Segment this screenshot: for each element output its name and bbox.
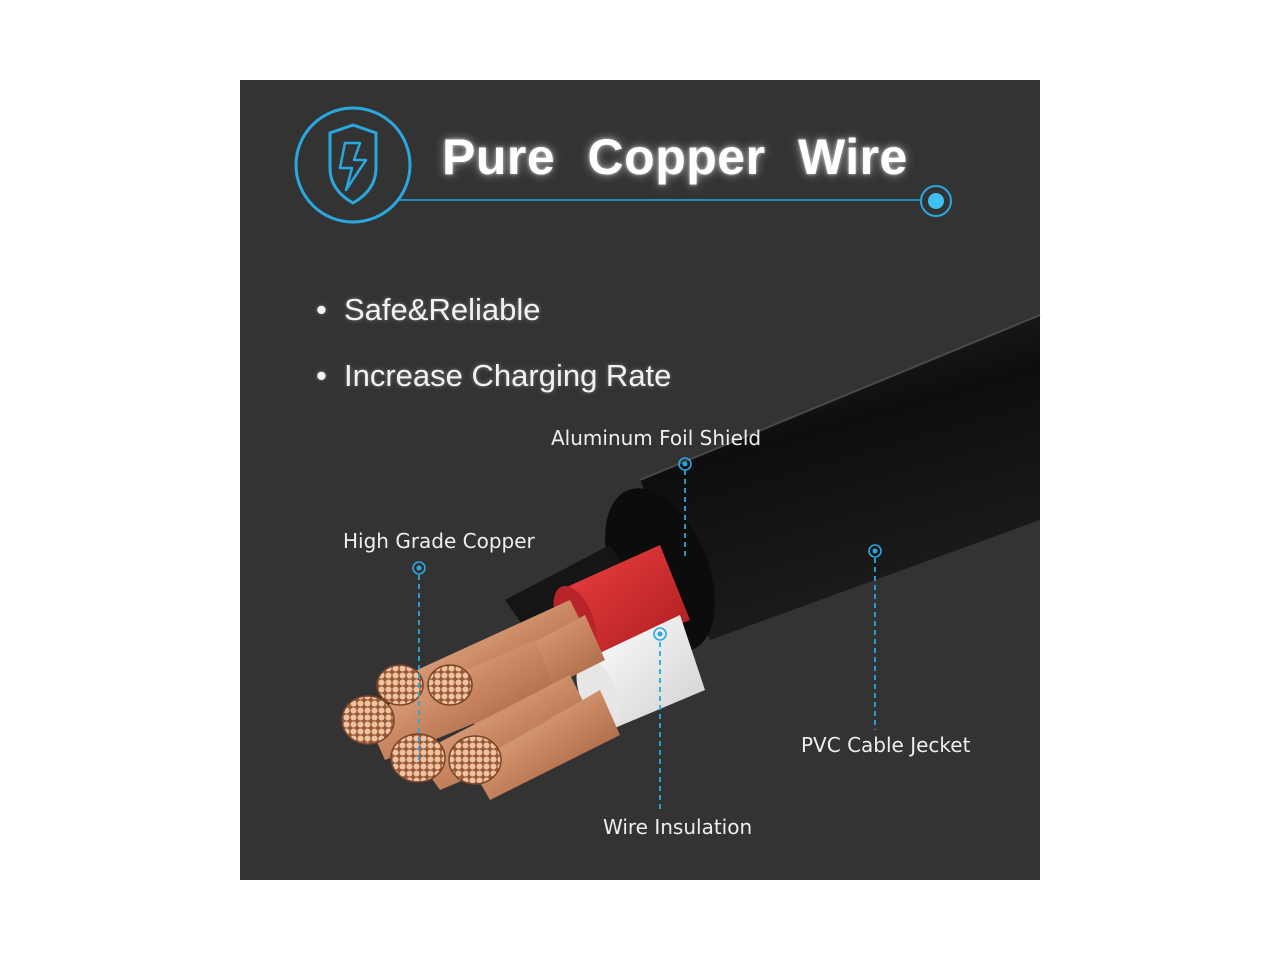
shield-lightning-icon: [294, 106, 412, 224]
bullet-icon: •: [316, 292, 327, 327]
callout-markers: [412, 457, 882, 641]
callout-copper-label: High Grade Copper: [343, 529, 535, 553]
bullet-icon: •: [316, 358, 327, 393]
headline-endpoint-dot: [920, 185, 952, 217]
callout-leaders: [418, 470, 876, 812]
feature-item: • Increase Charging Rate: [316, 358, 671, 394]
callout-insulation-label: Wire Insulation: [603, 815, 753, 839]
feature-text: Increase Charging Rate: [344, 358, 672, 393]
feature-item: • Safe&Reliable: [316, 292, 540, 328]
callout-foil-label: Aluminum Foil Shield: [551, 426, 762, 450]
callout-jacket-label: PVC Cable Jecket: [801, 733, 971, 757]
headline-title: Pure Copper Wire: [442, 129, 908, 185]
copper-strands: [341, 600, 620, 800]
feature-text: Safe&Reliable: [344, 292, 541, 327]
